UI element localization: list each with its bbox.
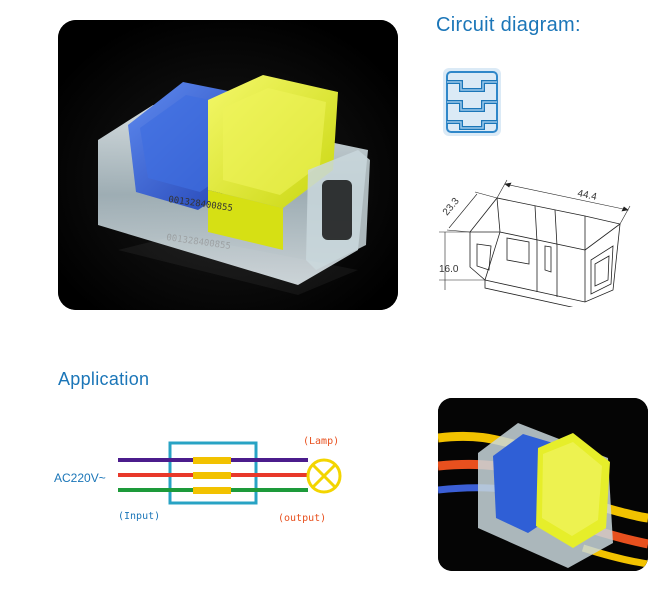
contact-1 xyxy=(193,457,231,464)
dimension-drawing: 44.4 23.3 16.0 xyxy=(439,179,631,307)
application-heading: Application xyxy=(58,369,150,389)
lamp-icon xyxy=(306,458,342,494)
wires-illustration xyxy=(438,398,648,571)
width-dimension-label: 44.4 xyxy=(576,188,598,203)
depth-dimension-label: 23.3 xyxy=(441,196,462,218)
height-dimension-label: 16.0 xyxy=(439,264,459,275)
circuit-diagram-heading: Circuit diagram: xyxy=(436,14,581,36)
contact-3 xyxy=(193,487,231,494)
connector-with-wires-photo xyxy=(438,398,648,571)
input-label: (Input) xyxy=(118,511,161,522)
connector-illustration: 001328400855 001328400855 xyxy=(58,20,398,310)
wiring-diagram xyxy=(118,441,342,505)
circuit-diagram-icon xyxy=(443,68,501,136)
connector-photo: 001328400855 001328400855 xyxy=(58,20,398,310)
output-label: (output) xyxy=(278,513,327,524)
contact-2 xyxy=(193,472,231,479)
lamp-label: (Lamp) xyxy=(303,436,340,447)
source-voltage-label: AC220V~ xyxy=(54,471,106,485)
